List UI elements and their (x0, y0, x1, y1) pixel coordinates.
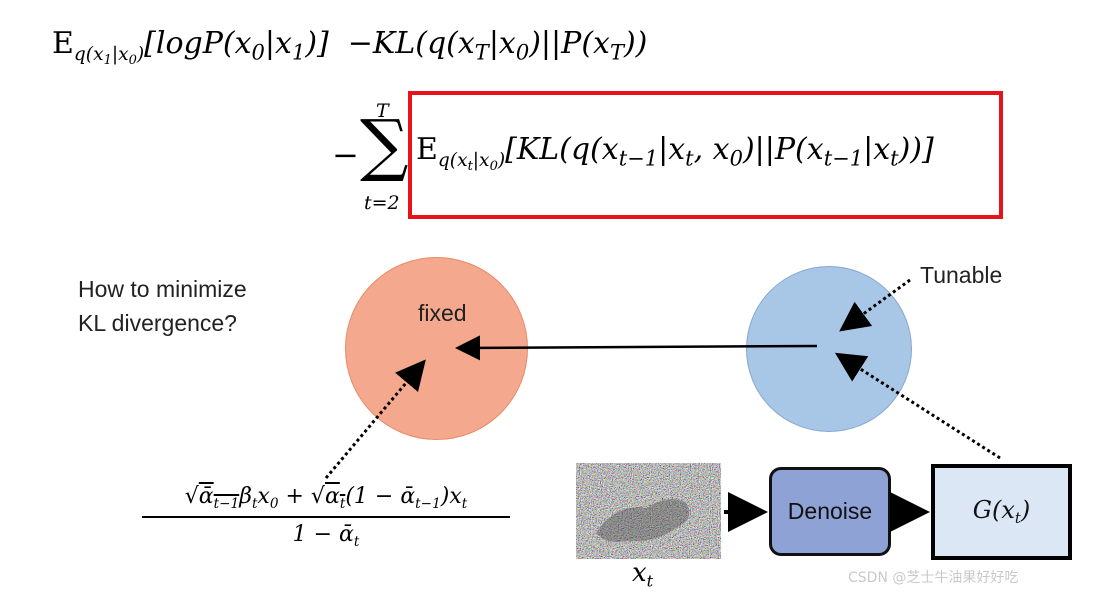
tunable-pointer-arrow (839, 278, 911, 332)
tunable-label: Tunable (920, 262, 1003, 288)
g-of-xt-box: G(xt) (931, 464, 1072, 560)
sum-upper-limit: T (376, 100, 389, 122)
objective-line-2-denoising-term: Eq(xt|x0)[KL(q(xt−1|xt, x0)||P(xt−1|xt))… (416, 132, 934, 174)
denoise-label: Denoise (787, 498, 873, 524)
noisy-image-xt (576, 463, 721, 559)
xt-label: xt (632, 558, 654, 591)
formula-denominator: 1 − ᾱt (292, 521, 360, 550)
formula-to-fixed-arrow (324, 359, 426, 479)
minus-sign: − (332, 136, 359, 174)
tunable-to-fixed-arrow (455, 335, 818, 361)
objective-line-1: Eq(x1|x0)[logP(x0|x1)] −KL(q(xT|x0)||P(x… (52, 26, 648, 68)
summation-sign: ∑ (360, 106, 409, 185)
tunable-distribution-circle (746, 266, 912, 432)
formula-numerator: √ᾱt−1βtx0 + √αt(1 − ᾱt−1)xt (184, 484, 468, 512)
g-to-dot-arrow (834, 352, 1001, 460)
fixed-label: fixed (418, 300, 467, 326)
g-of-xt-label: G(xt) (972, 496, 1031, 528)
denoise-box: Denoise (769, 467, 891, 556)
sum-lower-limit: t=2 (364, 192, 400, 214)
question-line-2: KL divergence? (78, 310, 237, 336)
posterior-mean-formula: √ᾱt−1βtx0 + √αt(1 − ᾱt−1)xt 1 − ᾱt (142, 484, 510, 550)
question-text: How to minimize KL divergence? (78, 272, 247, 340)
highlight-box (408, 91, 1003, 219)
watermark: CSDN @芝士牛油果好好吃 (848, 570, 1019, 586)
fraction-bar (142, 515, 510, 518)
question-line-1: How to minimize (78, 276, 247, 302)
